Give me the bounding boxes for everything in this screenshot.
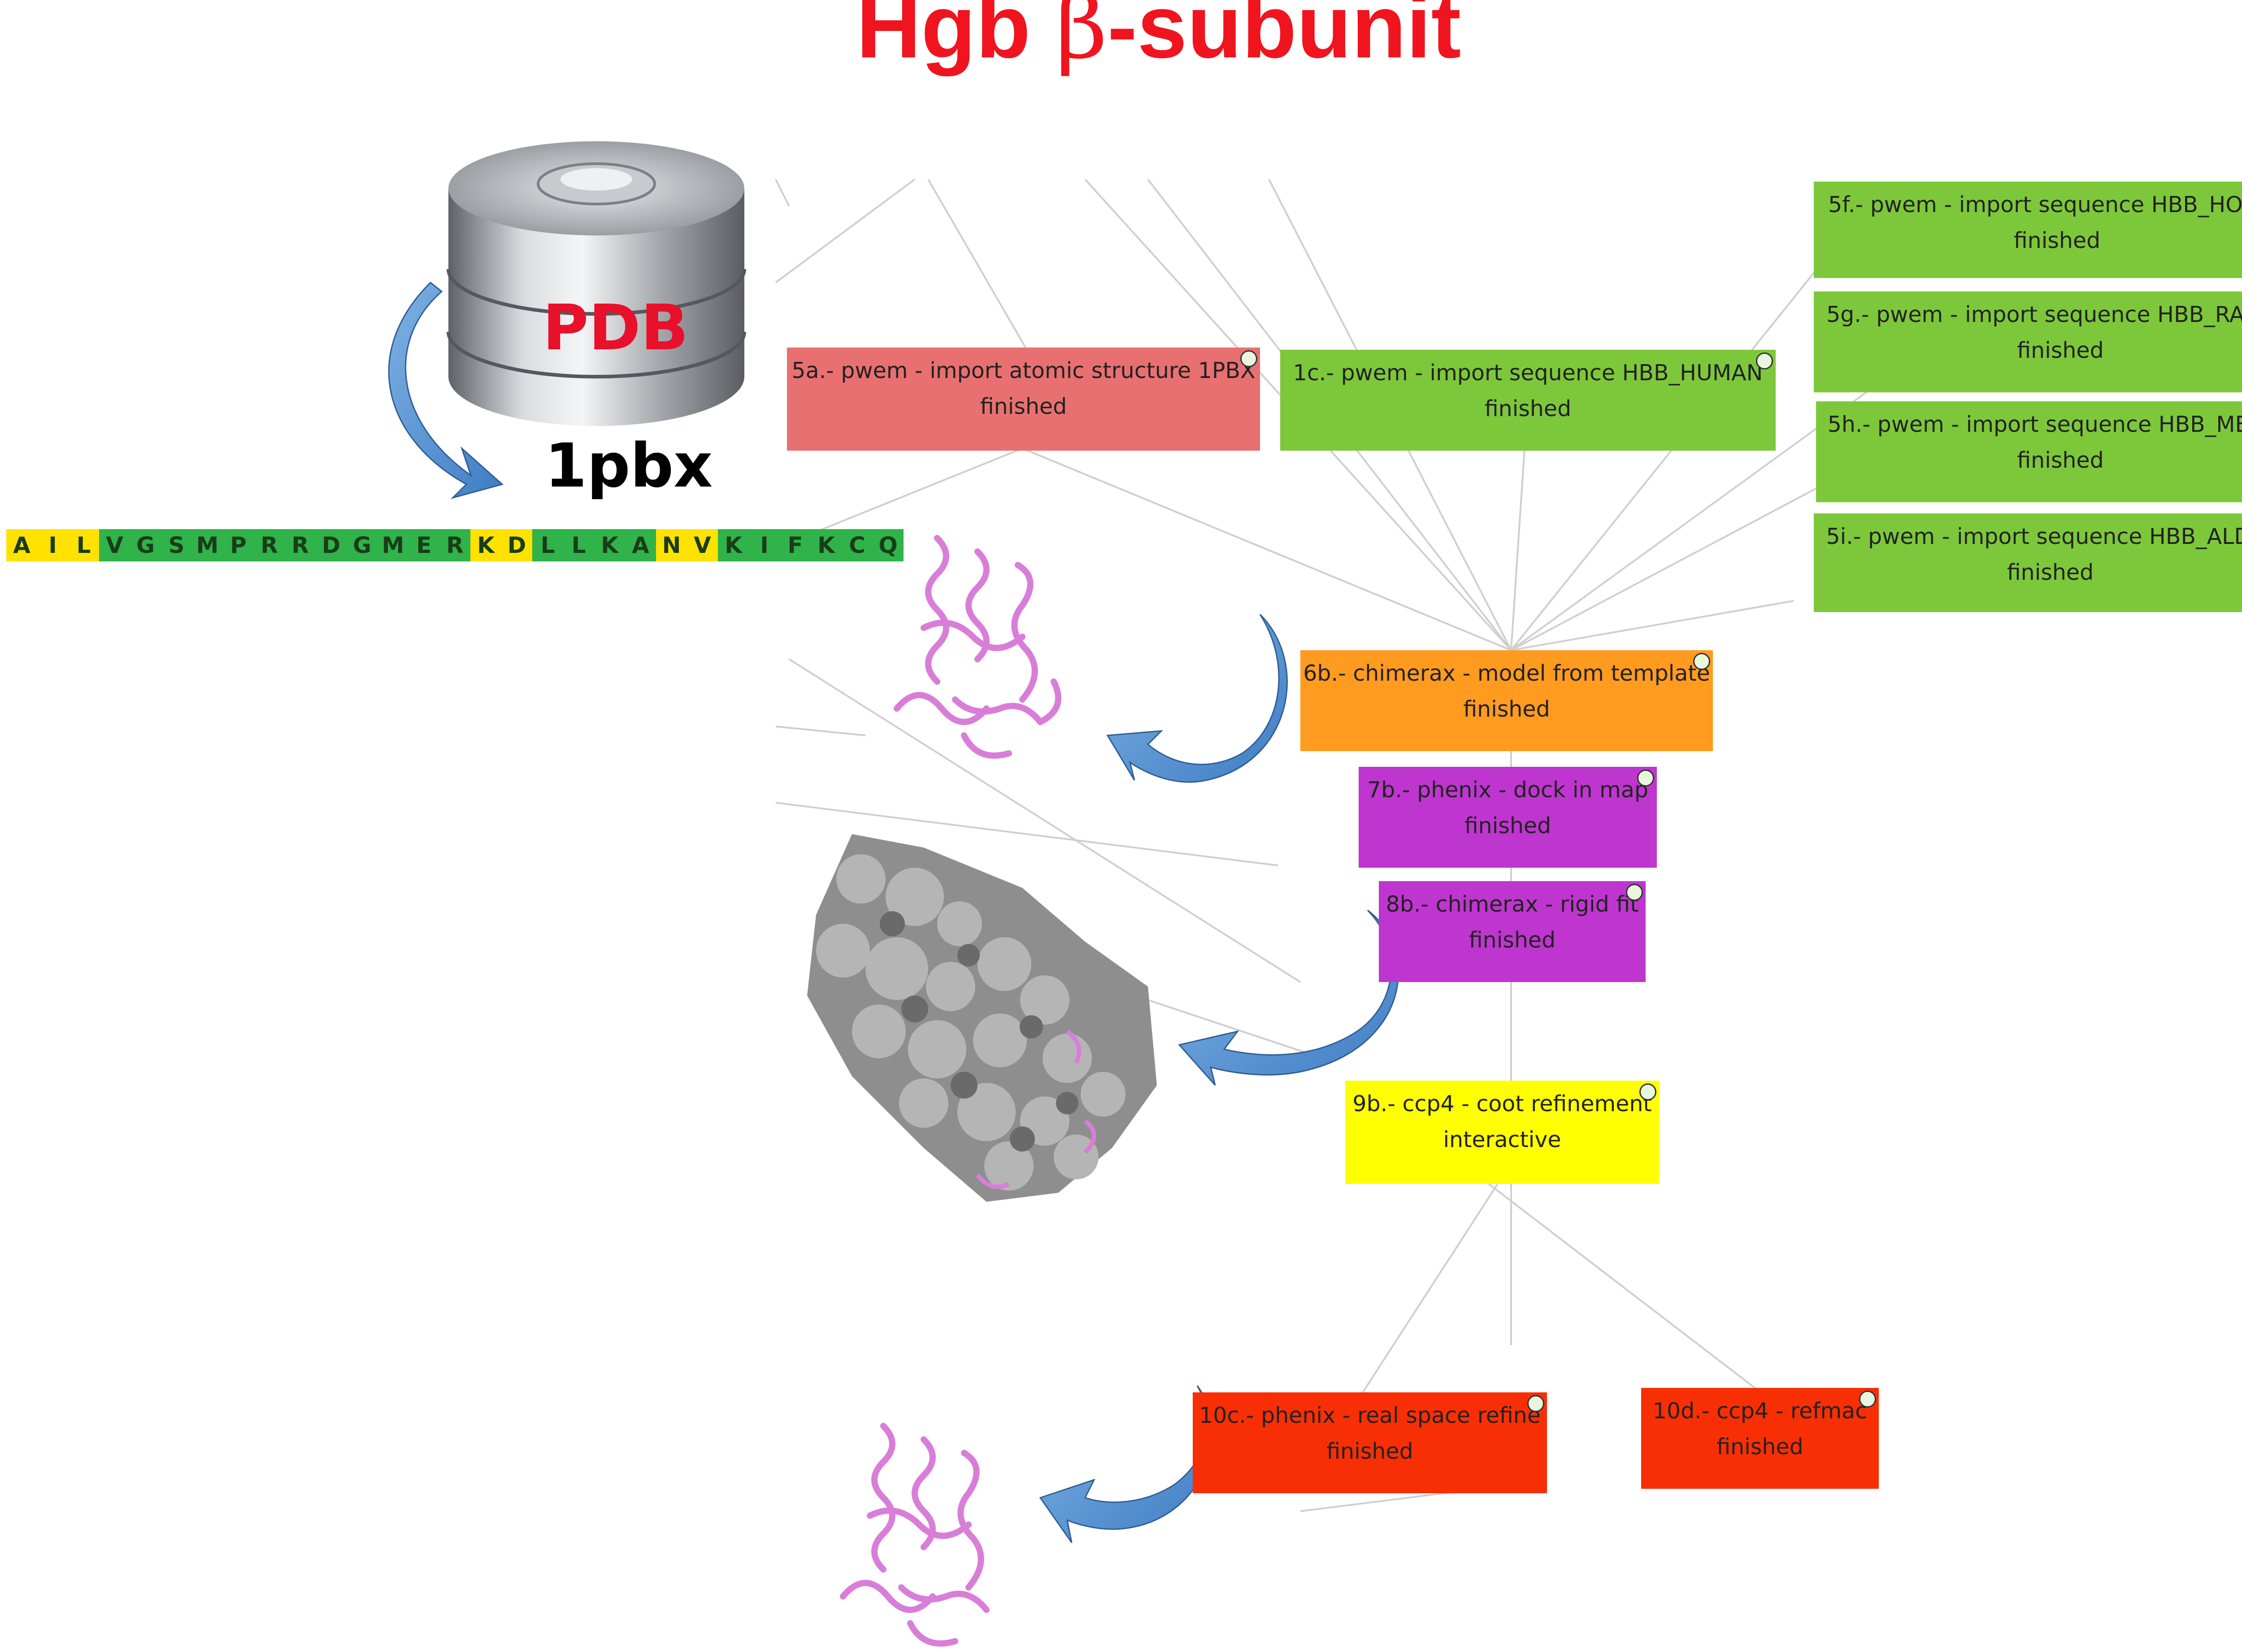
- curved-arrow-icon: [388, 281, 504, 499]
- node-status: finished: [1484, 396, 1572, 422]
- node-label: 5i.- pwem - import sequence HBB_ALDGI: [1826, 524, 2242, 549]
- protein-structure-image: [894, 535, 1061, 759]
- node-status: interactive: [1443, 1127, 1561, 1152]
- node-status: finished: [1326, 1439, 1413, 1464]
- sequence-residue: R: [254, 529, 285, 561]
- node-status: finished: [1716, 1434, 1803, 1460]
- node-label: 5g.- pwem - import sequence HBB_RABBIT: [1826, 302, 2242, 327]
- node-1c-import-sequence[interactable]: 1c.- pwem - import sequence HBB_HUMAN fi…: [1280, 350, 1776, 451]
- sequence-residue: G: [347, 529, 378, 561]
- node-status: finished: [1464, 813, 1551, 839]
- sequence-residue: K: [718, 529, 749, 561]
- sequence-residue: V: [687, 529, 718, 561]
- node-label: 5h.- pwem - import sequence HBB_MELGA: [1827, 412, 2242, 437]
- node-label: 8b.- chimerax - rigid fit: [1386, 891, 1639, 917]
- node-label: 9b.- ccp4 - coot refinement: [1352, 1091, 1652, 1117]
- node-status: finished: [1463, 696, 1550, 722]
- title-beta-symbol: β: [1056, 0, 1108, 79]
- sequence-residue: I: [749, 529, 780, 561]
- sequence-residue: M: [192, 529, 223, 561]
- node-status: finished: [2007, 560, 2094, 585]
- node-5a-import-atomic-structure[interactable]: 5a.- pwem - import atomic structure 1PBX…: [787, 348, 1260, 451]
- sequence-residue: A: [6, 529, 37, 561]
- sequence-residue: N: [656, 529, 687, 561]
- sequence-residue: V: [99, 529, 130, 561]
- sequence-residue: L: [563, 529, 594, 561]
- status-circle-icon[interactable]: [1637, 769, 1654, 787]
- sequence-residue: D: [501, 529, 532, 561]
- curved-arrow-icon: [1106, 613, 1288, 783]
- node-5i-import-sequence[interactable]: 5i.- pwem - import sequence HBB_ALDGI fi…: [1814, 513, 2242, 612]
- sequence-residue: L: [68, 529, 99, 561]
- sequence-residue: L: [532, 529, 563, 561]
- sequence-residue: R: [439, 529, 470, 561]
- sequence-residue: A: [625, 529, 656, 561]
- node-status: finished: [2017, 448, 2104, 473]
- sequence-residue: K: [470, 529, 501, 561]
- curved-arrow-icon: [1178, 909, 1399, 1086]
- sequence-residue: G: [130, 529, 161, 561]
- node-label: 6b.- chimerax - model from template: [1303, 661, 1710, 686]
- sequence-residue: C: [842, 529, 873, 561]
- node-status: finished: [2013, 228, 2101, 253]
- node-label: 1c.- pwem - import sequence HBB_HUMAN: [1293, 360, 1763, 386]
- status-circle-icon[interactable]: [1527, 1395, 1544, 1412]
- database-cylinder-icon: [447, 141, 746, 426]
- pdb-id-label: 1pbx: [545, 430, 713, 501]
- sequence-residue: R: [285, 529, 316, 561]
- node-label: 10c.- phenix - real space refine: [1199, 1403, 1541, 1428]
- sequence-residue: Q: [873, 529, 904, 561]
- status-circle-icon[interactable]: [1240, 350, 1257, 367]
- sequence-residue: D: [316, 529, 347, 561]
- sequence-residue: E: [408, 529, 439, 561]
- node-label: 5a.- pwem - import atomic structure 1PBX: [791, 358, 1256, 383]
- status-circle-icon[interactable]: [1626, 884, 1643, 901]
- title-prefix: Hgb: [856, 0, 1056, 77]
- node-5g-import-sequence[interactable]: 5g.- pwem - import sequence HBB_RABBIT f…: [1814, 291, 2242, 392]
- node-5f-import-sequence[interactable]: 5f.- pwem - import sequence HBB_HORSE fi…: [1814, 182, 2242, 278]
- node-6b-model-from-template[interactable]: 6b.- chimerax - model from template fini…: [1300, 650, 1713, 751]
- node-10c-real-space-refine[interactable]: 10c.- phenix - real space refine finishe…: [1193, 1392, 1547, 1493]
- status-circle-icon[interactable]: [1693, 653, 1710, 670]
- title-suffix: -subunit: [1107, 0, 1461, 77]
- status-circle-icon[interactable]: [1859, 1391, 1876, 1408]
- node-9b-coot-refinement[interactable]: 9b.- ccp4 - coot refinement interactive: [1345, 1081, 1659, 1184]
- node-label: 7b.- phenix - dock in map: [1367, 777, 1648, 803]
- node-8b-rigid-fit[interactable]: 8b.- chimerax - rigid fit finished: [1379, 881, 1646, 982]
- refined-structure-image: [840, 1423, 990, 1647]
- sequence-residue: I: [37, 529, 68, 561]
- sequence-residue: K: [594, 529, 625, 561]
- sequence-residue: P: [223, 529, 254, 561]
- sequence-residue: F: [780, 529, 811, 561]
- diagram-title: Hgb β-subunit: [0, 0, 2242, 72]
- node-label: 10d.- ccp4 - refmac: [1652, 1398, 1868, 1424]
- status-circle-icon[interactable]: [1756, 352, 1773, 370]
- sequence-residue: S: [161, 529, 192, 561]
- node-label: 5f.- pwem - import sequence HBB_HORSE: [1828, 192, 2242, 217]
- pdb-label: PDB: [543, 291, 689, 365]
- node-10d-refmac[interactable]: 10d.- ccp4 - refmac finished: [1641, 1388, 1879, 1489]
- sequence-residue: M: [378, 529, 408, 561]
- status-circle-icon[interactable]: [1639, 1083, 1656, 1100]
- density-map-image: [807, 834, 1157, 1202]
- node-status: finished: [980, 394, 1067, 419]
- node-5h-import-sequence[interactable]: 5h.- pwem - import sequence HBB_MELGA fi…: [1816, 401, 2242, 502]
- sequence-residue: K: [811, 529, 842, 561]
- node-status: finished: [1469, 927, 1556, 953]
- curved-arrow-icon: [1039, 1385, 1212, 1543]
- node-status: finished: [2017, 338, 2104, 363]
- node-7b-dock-in-map[interactable]: 7b.- phenix - dock in map finished: [1359, 767, 1657, 868]
